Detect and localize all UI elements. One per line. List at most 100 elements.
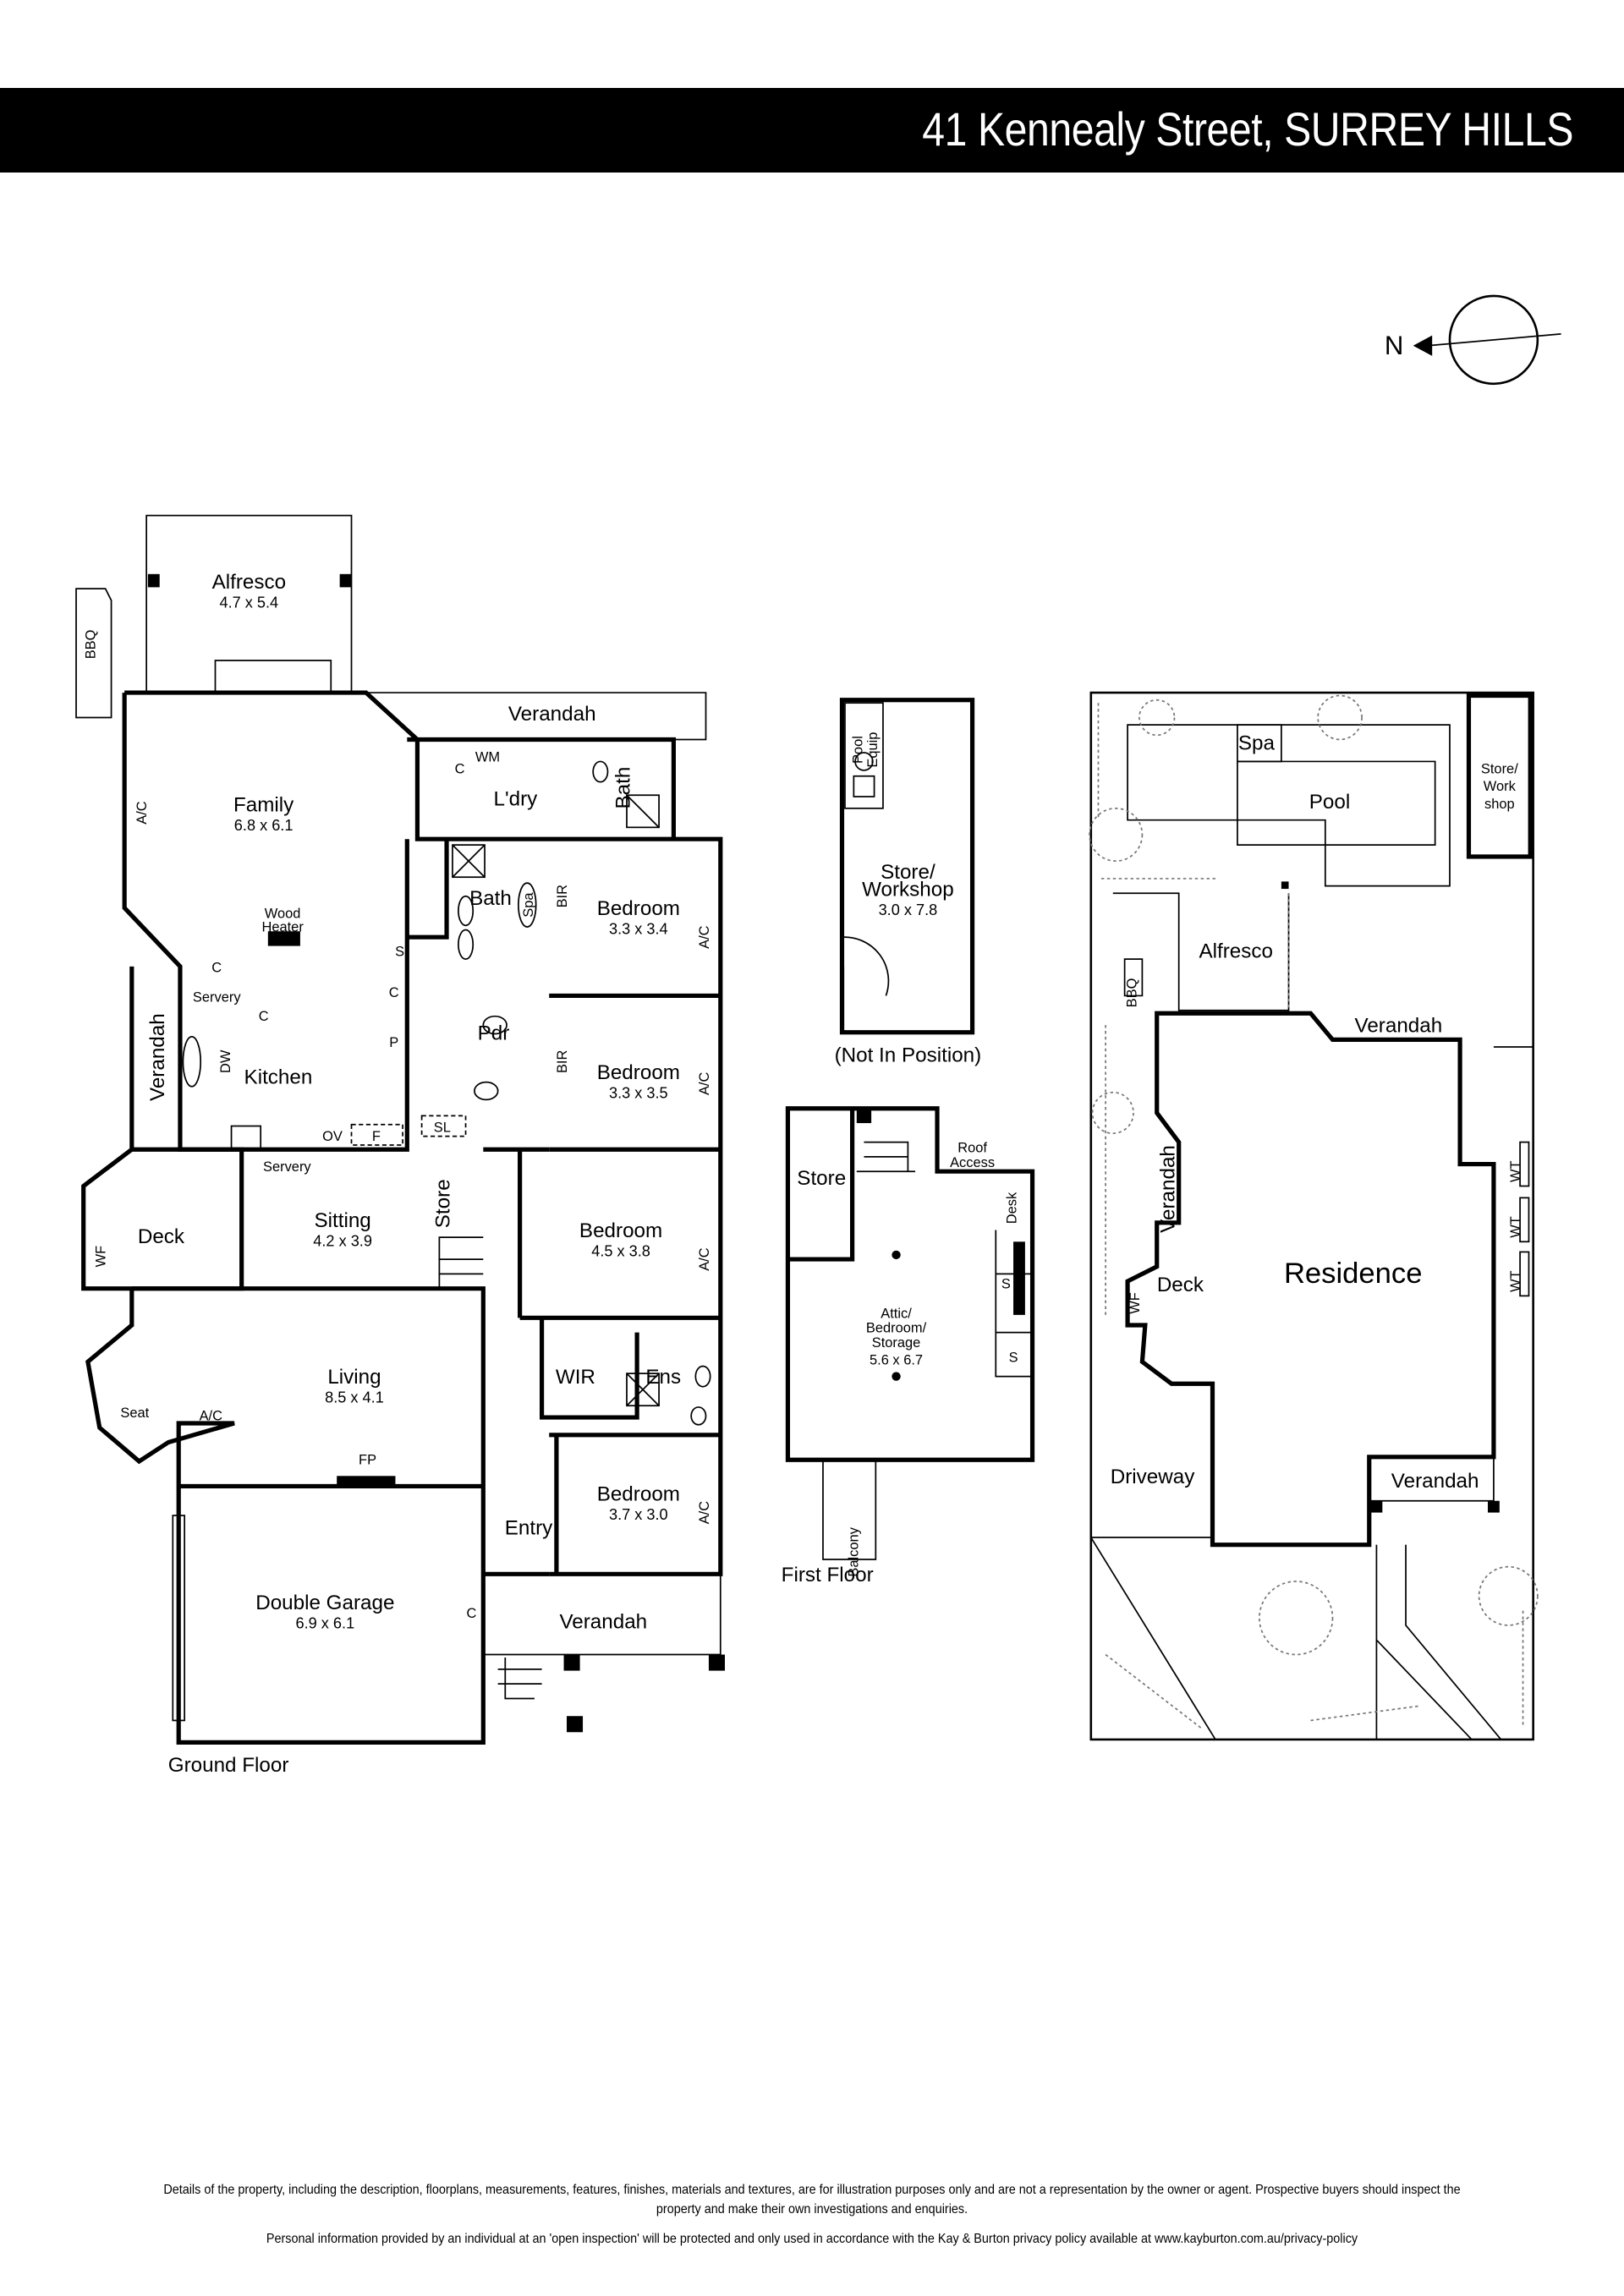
plan-line [1519,1251,1530,1297]
plan-line [1519,1141,1530,1187]
living-dims: 8.5 x 4.1 [325,1389,384,1406]
attic-label-1: Attic/ [881,1306,912,1321]
site-wf-label: WF [1127,1292,1143,1314]
site-verandah-top-label: Verandah [1355,1015,1443,1038]
c-label-garage: C [467,1606,477,1621]
plan-line [81,966,244,1291]
plan-line [420,1115,467,1137]
plan-line [844,702,884,809]
plan-line [690,1406,707,1426]
plan-line [267,931,300,946]
bedroom-1-label: Bedroom [597,897,680,920]
site-deck-label: Deck [1157,1274,1204,1296]
plan-line [856,1141,916,1173]
store-label: Store [432,1179,455,1228]
plan-line [182,1036,202,1088]
fireplace-label: FP [359,1452,376,1467]
tree-icon [1317,694,1363,741]
plan-line [452,844,486,878]
bir-label-1: BIR [555,885,570,908]
plan-line [172,1515,186,1722]
site-plan: Spa Pool Store/ Work shop Alfresco BBQ V… [1089,691,1539,1741]
spa-label: Spa [521,892,536,918]
plan-line [853,775,875,797]
pool-equip-label-2: Equip [865,732,881,768]
attic-dims: 5.6 x 6.7 [870,1353,923,1368]
plan-line [1281,881,1289,890]
plan-line [518,882,537,928]
c-label-hall: C [389,985,399,1000]
tree-icon [1259,1581,1334,1656]
bedroom-3-label: Bedroom [579,1219,662,1242]
north-label: N [1385,331,1404,360]
plan-line [626,1373,660,1406]
plan-line [452,844,486,879]
plan-line [1097,703,1524,1729]
store-workshop-label-2: Workshop [862,879,954,901]
wir-label: WIR [556,1366,595,1389]
fridge-label: F [372,1129,381,1144]
plan-line [1127,724,1451,887]
ground-floor-caption: Ground Floor [168,1754,289,1777]
first-floor-store-label: Store [797,1167,846,1190]
family-dims: 6.8 x 6.1 [234,817,294,834]
site-pool-label: Pool [1309,791,1350,814]
store-workshop-plan: Pool Equip Store/ Workshop 3.0 x 7.8 (No… [835,698,981,1066]
ac-label-bed4: A/C [697,1501,712,1525]
plan-line [1237,760,1436,846]
plan-line [1413,335,1433,356]
powder-room-label: Pdr [478,1022,510,1044]
header-bar: 41 Kennealy Street, SURREY HILLS [0,88,1624,173]
north-compass-icon: N [1385,294,1561,386]
pantry-label: P [389,1035,398,1050]
bath-label-1: Bath [469,887,512,910]
plan-line [147,573,160,588]
water-tank-label-2: WT [1508,1216,1523,1238]
garage-label: Double Garage [255,1592,394,1614]
plan-line [230,1125,262,1151]
ac-label: A/C [134,801,150,825]
seat-label: Seat [120,1406,149,1421]
side-verandah-label: Verandah [146,1013,169,1101]
site-store-label-3: shop [1484,797,1515,812]
servery-label-1: Servery [193,989,241,1005]
site-alfresco-label: Alfresco [1199,940,1273,962]
desk-label: Desk [1005,1192,1020,1224]
bedroom-3-dims: 4.5 x 3.8 [591,1243,650,1260]
entry-label: Entry [505,1517,553,1540]
sitting-dims: 4.2 x 3.9 [313,1232,372,1249]
dishwasher-label: DW [218,1049,233,1073]
wood-heater-label-1: Wood [265,907,301,922]
plan-line [497,1657,542,1700]
plan-line [407,839,721,1152]
roof-access-label-2: Access [950,1155,995,1170]
shelf-label-2: S [1009,1350,1018,1365]
plan-line [842,936,890,1033]
bedroom-4-label: Bedroom [597,1483,680,1506]
plan-line [1089,691,1534,1741]
plan-line [1123,958,1144,997]
plan-line [1448,294,1539,386]
plan-line [708,1654,725,1671]
family-label: Family [233,793,294,816]
plan-line [995,1230,1033,1378]
sl-label: SL [434,1120,451,1135]
bath-label-2: Bath [612,767,634,809]
site-bbq-label: BBQ [1124,978,1139,1008]
plan-line [337,1476,396,1488]
balcony-label: Balcony [847,1526,862,1576]
water-tank-label-1: WT [1508,1160,1523,1182]
ensuite-label: Ens [645,1366,681,1389]
attic-label-2: Bedroom/ [866,1321,927,1336]
first-floor-caption: First Floor [782,1564,874,1586]
tree-icon [1478,1565,1539,1626]
plan-line [482,1015,508,1035]
shelf-label-1: S [1001,1277,1011,1292]
living-label: Living [327,1366,381,1389]
plan-line [626,794,660,829]
plan-line [474,1081,499,1101]
water-tank-label-3: WT [1508,1270,1523,1292]
laundry-label: L'dry [494,787,539,810]
s-label: S [395,945,404,960]
bbq-bench [75,588,112,719]
